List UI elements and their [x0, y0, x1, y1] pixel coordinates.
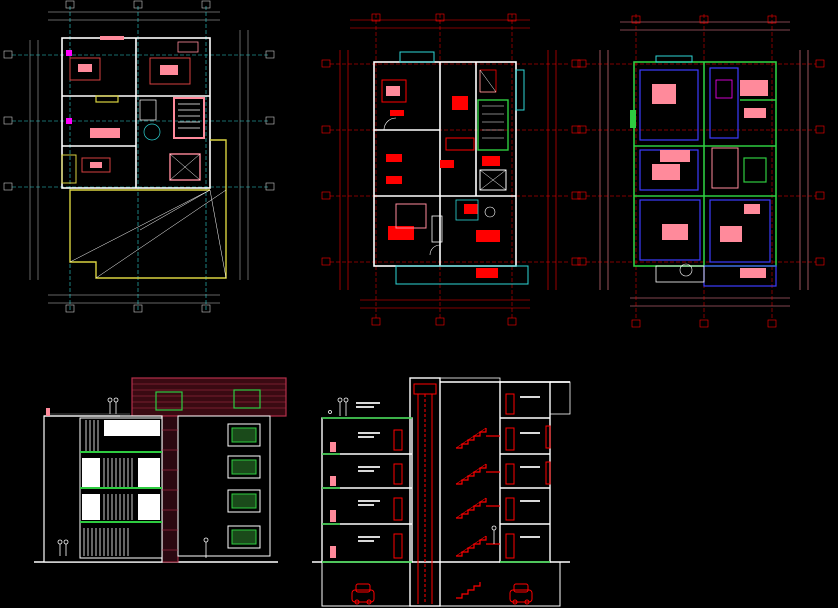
section-roof-figures — [328, 397, 497, 544]
plan1-walls — [61, 37, 211, 189]
elevation-brick-attic — [131, 377, 287, 417]
elevation-right-windows — [227, 423, 261, 549]
section-stair-landings — [486, 435, 500, 545]
section-elevator-machine — [413, 383, 437, 395]
upper-floor-plan — [3, 0, 275, 313]
elevation-attic-window-left — [155, 391, 183, 411]
section-stair-flights — [455, 427, 487, 599]
plan2-grid-bubbles — [321, 13, 581, 326]
plan3-room-outlines — [639, 67, 777, 287]
plan2-furniture — [381, 69, 509, 278]
plan1-roof-slopes — [69, 189, 227, 279]
typical-floor-plan-red — [321, 13, 581, 326]
typical-floor-plan-blue — [577, 14, 825, 328]
plan1-grid-lines — [12, 6, 268, 310]
section-slab-edges — [322, 417, 550, 563]
elevation-vertical-slats — [83, 420, 133, 556]
plan1-dimension-lines — [29, 11, 249, 304]
section-elevator-shaft — [417, 394, 433, 604]
elevation-balcony-rails — [80, 451, 162, 523]
section-fixtures — [330, 442, 336, 558]
section-parked-cars — [351, 583, 533, 605]
plan1-roof-outline — [69, 139, 227, 279]
section-notes — [356, 396, 540, 542]
front-elevation — [34, 377, 287, 563]
elevation-brick-pilaster — [161, 415, 179, 563]
section-doors — [393, 393, 551, 559]
elevation-human-figures — [57, 397, 209, 558]
elevation-attic-window-right — [233, 389, 261, 409]
plan3-grid-lines — [586, 14, 816, 318]
plan1-furniture — [61, 36, 205, 184]
elevation-white-panels — [82, 420, 160, 520]
plan2-balconies — [395, 51, 529, 285]
building-section — [312, 377, 571, 607]
section-basement — [321, 561, 561, 607]
elevation-column-hatch — [162, 429, 178, 551]
plan3-grid-bubbles — [577, 15, 825, 328]
plan3-dimension-lines — [599, 21, 809, 307]
plan1-grid-bubbles — [3, 0, 275, 313]
section-walls — [321, 377, 570, 607]
plan3-furniture — [630, 55, 768, 283]
plan2-dimension-lines — [339, 19, 557, 309]
section-floor-slabs — [322, 417, 550, 525]
